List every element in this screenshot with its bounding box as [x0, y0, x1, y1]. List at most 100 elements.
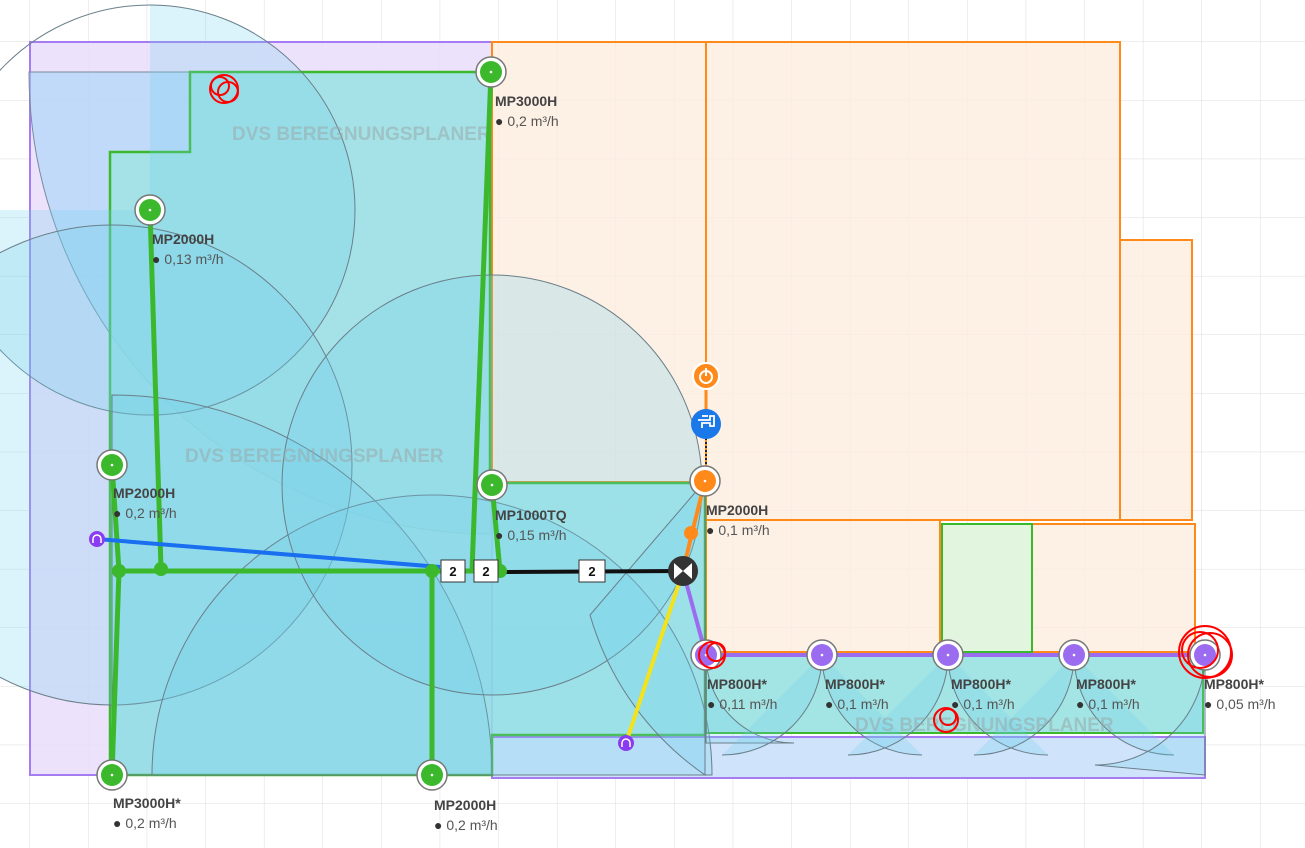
sprinkler-flow: ● 0,2 m³/h — [113, 505, 177, 521]
sprinkler-center — [1072, 653, 1076, 657]
flow-value: 0,13 — [164, 251, 191, 267]
drop-icon: ● — [495, 527, 503, 543]
sprinkler-center — [110, 773, 114, 777]
sprinkler[interactable]: MP800H* ● 0,1 m³/h — [1058, 639, 1140, 712]
sprinkler-flow: ● 0,05 m³/h — [1204, 696, 1276, 712]
drop-icon: ● — [495, 113, 503, 129]
sprinkler[interactable]: MP800H* ● 0,1 m³/h — [932, 639, 1015, 712]
sprinkler[interactable]: MP800H* ● 0,1 m³/h — [806, 639, 889, 712]
connector-icon[interactable] — [89, 531, 105, 547]
pipe-joint — [684, 526, 698, 540]
sprinkler-center — [430, 773, 434, 777]
sprinkler[interactable]: MP2000H ● 0,13 m³/h — [134, 194, 224, 267]
badge-count: 2 — [482, 564, 489, 579]
flow-unit: m³/h — [531, 113, 559, 129]
drop-icon: ● — [113, 815, 121, 831]
sprinkler-flow: ● 0,1 m³/h — [1076, 696, 1140, 712]
pipe-joint — [154, 562, 168, 576]
flow-unit: m³/h — [861, 696, 889, 712]
sprinkler-flow: ● 0,2 m³/h — [434, 817, 498, 833]
flow-value: 0,1 — [718, 522, 738, 538]
flow-value: 0,1 — [837, 696, 857, 712]
flow-value: 0,11 — [719, 696, 745, 712]
sprinkler-center — [489, 70, 493, 74]
sprinkler[interactable]: MP2000H ● 0,1 m³/h — [689, 465, 770, 538]
flow-unit: m³/h — [1248, 696, 1276, 712]
badge-count: 2 — [588, 564, 595, 579]
connector-icon[interactable] — [618, 735, 634, 751]
sprinkler-model: MP2000H — [113, 485, 175, 501]
flow-unit: m³/h — [149, 505, 177, 521]
drop-icon: ● — [1076, 696, 1084, 712]
sprinkler-model: MP800H* — [1076, 676, 1136, 692]
drop-icon: ● — [113, 505, 121, 521]
power-icon[interactable] — [692, 362, 720, 390]
sprinkler-flow: ● 0,1 m³/h — [825, 696, 889, 712]
sprinkler[interactable]: MP2000H ● 0,2 m³/h — [96, 449, 177, 521]
sprinkler-model: MP800H* — [951, 676, 1011, 692]
flow-unit: m³/h — [539, 527, 567, 543]
watermark: DVS BEREGNUNGSPLANER — [855, 715, 1114, 736]
flow-value: 0,1 — [1088, 696, 1108, 712]
flow-unit: m³/h — [149, 815, 177, 831]
sprinkler-model: MP800H* — [1204, 676, 1264, 692]
sprinkler-center — [1203, 653, 1207, 657]
drop-icon: ● — [1204, 696, 1212, 712]
flow-unit: m³/h — [987, 696, 1015, 712]
pipe-badge[interactable]: 2 — [578, 559, 606, 583]
sprinkler-model: MP800H* — [825, 676, 885, 692]
sprinkler-model: MP2000H — [434, 797, 496, 813]
sprinkler-model: MP3000H* — [113, 795, 181, 811]
drop-icon: ● — [951, 696, 959, 712]
flow-unit: m³/h — [742, 522, 770, 538]
sprinkler-flow: ● 0,15 m³/h — [495, 527, 567, 543]
flow-value: 0,2 — [125, 505, 145, 521]
water-tap-icon[interactable] — [691, 409, 721, 439]
pipe-joint — [112, 564, 126, 578]
flow-unit: m³/h — [749, 696, 777, 712]
sprinkler-model: MP2000H — [152, 231, 214, 247]
pipe-badge[interactable]: 2 — [473, 559, 499, 583]
flow-unit: m³/h — [196, 251, 224, 267]
sprinkler-center — [820, 653, 824, 657]
sprinkler[interactable]: MP3000H* ● 0,2 m³/h — [96, 759, 181, 831]
coverage-areas — [0, 4, 1206, 776]
sprinkler-center — [490, 483, 494, 487]
drop-icon: ● — [434, 817, 442, 833]
drop-icon: ● — [706, 522, 714, 538]
sprinkler[interactable]: MP3000H ● 0,2 m³/h — [475, 56, 559, 129]
sprinkler-flow: ● 0,2 m³/h — [113, 815, 177, 831]
valve-icon[interactable] — [668, 556, 698, 586]
flow-value: 0,05 — [1216, 696, 1243, 712]
sprinkler-flow: ● 0,1 m³/h — [706, 522, 770, 538]
flow-value: 0,1 — [963, 696, 983, 712]
pipe-blue[interactable] — [96, 537, 441, 569]
sprinkler-model: MP3000H — [495, 93, 557, 109]
zone-orange[interactable] — [491, 41, 1196, 653]
flow-value: 0,2 — [125, 815, 145, 831]
pipe-badge[interactable]: 2 — [440, 559, 466, 583]
sprinkler-center — [110, 463, 114, 467]
flow-unit: m³/h — [1112, 696, 1140, 712]
flow-unit: m³/h — [470, 817, 498, 833]
flow-value: 0,2 — [507, 113, 527, 129]
annotation-scribble — [209, 74, 1233, 733]
pipe-yellow[interactable] — [624, 570, 685, 744]
zone-green-small[interactable] — [941, 523, 1033, 653]
sprinkler-flow: ● 0,11 m³/h — [707, 696, 777, 712]
sprinkler-flow: ● 0,13 m³/h — [152, 251, 224, 267]
sprinkler-center — [148, 208, 152, 212]
sprinkler-model: MP800H* — [707, 676, 767, 692]
drop-icon: ● — [707, 696, 715, 712]
drop-icon: ● — [152, 251, 160, 267]
sprinkler-model: MP2000H — [706, 502, 768, 518]
sprinkler-center — [703, 479, 707, 483]
sprinkler-center — [946, 653, 950, 657]
sprinkler[interactable]: MP1000TQ ● 0,15 m³/h — [476, 469, 567, 543]
sprinkler-flow: ● 0,2 m³/h — [495, 113, 559, 129]
sprinkler-flow: ● 0,1 m³/h — [951, 696, 1015, 712]
flow-value: 0,2 — [446, 817, 466, 833]
watermark: DVS BEREGNUNGSPLANER — [232, 124, 491, 145]
sprinkler[interactable]: MP2000H ● 0,2 m³/h — [416, 759, 498, 833]
